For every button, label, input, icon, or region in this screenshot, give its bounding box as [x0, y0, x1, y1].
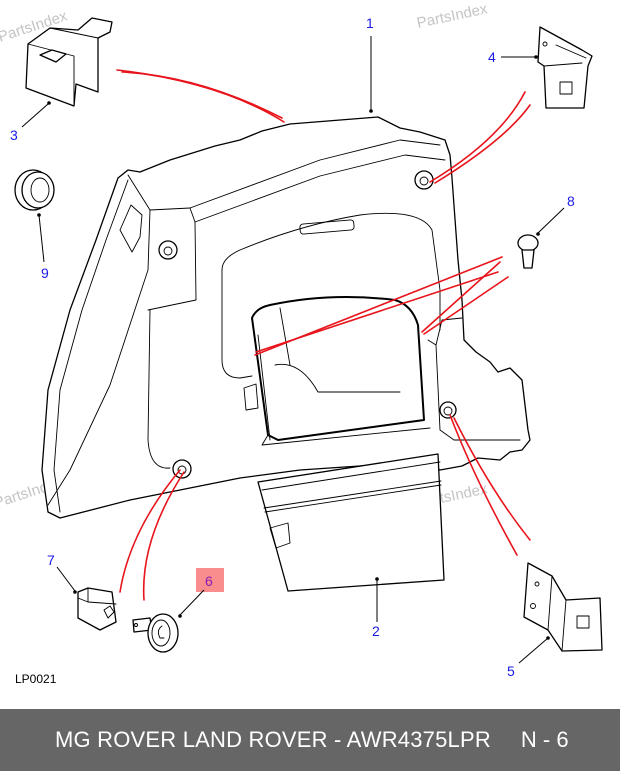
- reference-code: LP0021: [15, 672, 57, 686]
- callout-7[interactable]: 7: [47, 552, 77, 594]
- callout-number: 2: [372, 623, 380, 639]
- page-number: N - 6: [520, 727, 569, 752]
- upper-bracket[interactable]: [537, 26, 593, 109]
- callout-number: 6: [205, 573, 213, 589]
- callout-number: 4: [488, 49, 496, 65]
- catalog-title: MG ROVER LAND ROVER - AWR4375LPR: [55, 727, 491, 752]
- callout-2[interactable]: 2: [372, 577, 380, 639]
- push-stud[interactable]: [517, 234, 539, 269]
- callout-number: 3: [10, 127, 18, 143]
- callout-8[interactable]: 8: [536, 193, 575, 236]
- grommet[interactable]: [14, 169, 55, 211]
- callout-1[interactable]: 1: [366, 15, 374, 113]
- cover-lid[interactable]: [257, 453, 445, 592]
- callout-5[interactable]: 5: [507, 636, 550, 679]
- callout-number: 1: [366, 15, 374, 31]
- boss: [439, 401, 457, 419]
- highlight-box: [196, 568, 224, 592]
- trim-panel[interactable]: [41, 116, 531, 519]
- guide-lines: [116, 69, 531, 601]
- clip-bracket[interactable]: [25, 17, 113, 107]
- callout-4[interactable]: 4: [488, 49, 538, 65]
- boss: [158, 240, 178, 260]
- footer-bar: MG ROVER LAND ROVER - AWR4375LPR N - 6: [0, 709, 620, 771]
- callout-3[interactable]: 3: [10, 101, 51, 143]
- callout-6[interactable]: 6: [178, 568, 224, 618]
- fastener[interactable]: [132, 613, 179, 653]
- callout-number: 5: [507, 663, 515, 679]
- parts-diagram: PartsIndex PartsIndex PartsIndex PartsIn…: [0, 0, 603, 686]
- lower-bracket[interactable]: [523, 562, 603, 652]
- clip-nut[interactable]: [77, 587, 117, 631]
- boss: [414, 170, 434, 190]
- callout-number: 8: [567, 193, 575, 209]
- callout-number: 9: [41, 265, 49, 281]
- callout-number: 7: [47, 552, 55, 568]
- callout-9[interactable]: 9: [37, 213, 49, 281]
- watermark: PartsIndex: [415, 0, 489, 32]
